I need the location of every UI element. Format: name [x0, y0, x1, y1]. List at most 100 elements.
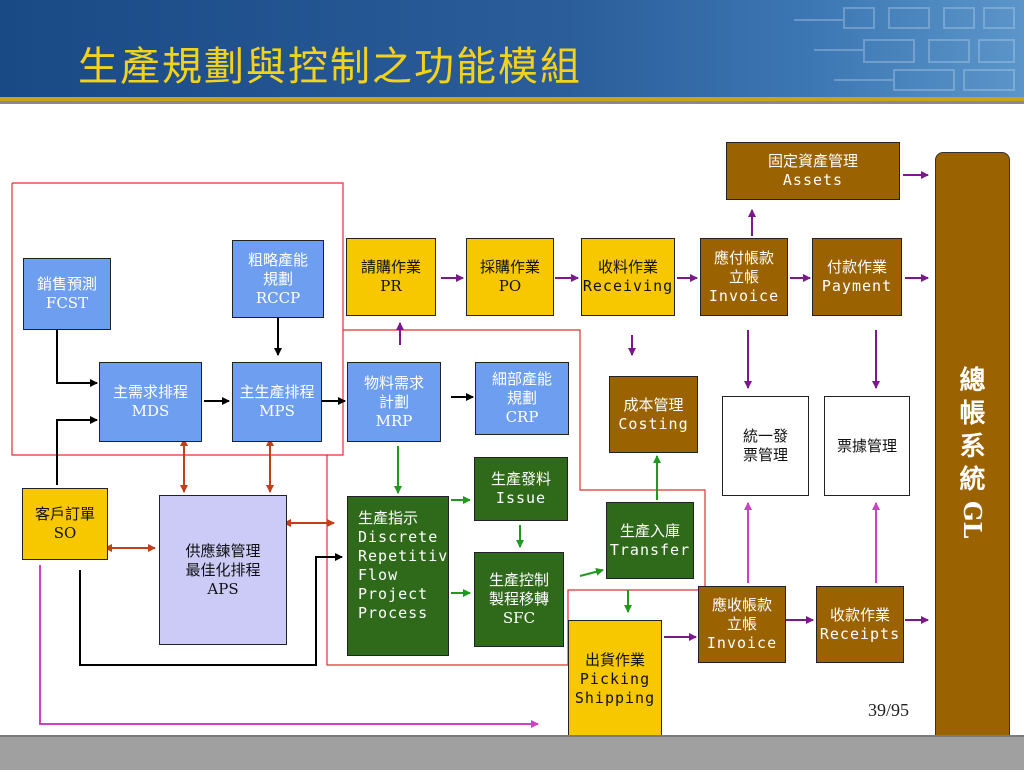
title-underline-gold: [0, 97, 1024, 101]
box-rccp-line-2: 規劃: [262, 269, 293, 288]
box-po-line-1: 採購作業: [479, 258, 540, 276]
box-receiving-line-1: 收料作業: [597, 258, 658, 276]
arrow-so-discrete: [79, 553, 343, 666]
box-receipts-line-2: Receipts: [819, 624, 901, 643]
box-po-line-2: PO: [498, 277, 522, 295]
header-band: 生產規劃與控制之功能模組: [0, 0, 1024, 97]
box-pr: 請購作業 PR: [346, 238, 436, 316]
box-transfer: 生產入庫 Transfer: [606, 502, 694, 579]
box-payment: 付款作業 Payment: [812, 238, 902, 316]
box-so: 客戶訂單 SO: [22, 488, 108, 560]
box-discrete-line-2: Discrete: [358, 528, 439, 546]
box-gui-line-1: 統一發: [742, 427, 788, 445]
box-shipping-line-1: 出貨作業: [584, 650, 645, 669]
arrow-sfc-transfer: [579, 567, 604, 577]
box-receiving: 收料作業 Receiving: [581, 238, 675, 316]
box-ar-invoice-line-2: 立帳: [726, 615, 757, 633]
box-so-line-1: 客戶訂單: [34, 505, 95, 523]
box-ap-invoice-line-1: 應付帳款: [713, 248, 774, 267]
box-pr-line-1: 請購作業: [360, 258, 421, 276]
box-discrete-line-4: Flow: [358, 566, 399, 584]
circuit-decoration: [794, 7, 1015, 91]
box-fcst-line-1: 銷售預測: [36, 275, 97, 293]
box-fcst-line-2: FCST: [45, 294, 89, 312]
gl-label: 總 帳 系 統 GL: [936, 365, 1009, 538]
box-aps-line-1: 供應鍊管理: [185, 541, 261, 560]
box-rccp-line-3: RCCP: [255, 288, 301, 307]
box-aps-line-3: APS: [207, 579, 239, 598]
box-ap-invoice-line-3: Invoice: [708, 286, 780, 305]
box-gui-line-2: 票管理: [742, 446, 788, 464]
box-sfc-line-2: 製程移轉: [488, 590, 549, 608]
box-mds-line-2: MDS: [131, 402, 170, 420]
box-discrete-line-1: 生產指示: [358, 509, 419, 527]
box-crp-line-2: 規劃: [506, 389, 537, 407]
box-issue-line-1: 生產發料: [490, 470, 551, 488]
box-rccp: 粗略產能 規劃 RCCP: [232, 240, 324, 318]
box-ar-invoice: 應收帳款 立帳 Invoice: [698, 586, 786, 663]
box-discrete-line-3: Repetitive: [358, 547, 459, 565]
box-mrp-line-3: MRP: [375, 411, 413, 430]
box-sfc: 生產控制 製程移轉 SFC: [474, 552, 564, 647]
arrow-so-shipping: [39, 565, 539, 728]
region-outline-planning: [11, 182, 344, 456]
box-shipping: 出貨作業 Picking Shipping: [568, 620, 662, 738]
arrow-so-mds: [56, 416, 98, 485]
box-so-line-2: SO: [53, 524, 77, 542]
box-ar-invoice-line-3: Invoice: [706, 634, 778, 652]
box-crp: 細部產能 規劃 CRP: [475, 362, 569, 435]
gl-label-char-2: 帳: [959, 399, 986, 429]
footer-band: [0, 735, 1024, 770]
box-crp-line-1: 細部產能: [491, 370, 552, 388]
box-mds-line-1: 主需求排程: [112, 383, 188, 401]
box-po: 採購作業 PO: [466, 238, 554, 316]
arrow-fcst-mds: [56, 330, 98, 387]
box-assets-line-1: 固定資產管理: [767, 152, 858, 170]
box-costing-line-2: Costing: [618, 414, 689, 433]
box-issue: 生產發料 Issue: [474, 457, 568, 521]
box-aps-line-2: 最佳化排程: [185, 560, 261, 579]
title-underline-gray: [0, 101, 1024, 104]
box-mrp: 物料需求 計劃 MRP: [347, 362, 441, 442]
box-pr-line-2: PR: [380, 277, 402, 295]
box-receiving-line-2: Receiving: [582, 277, 674, 295]
box-mps-line-2: MPS: [259, 402, 295, 420]
box-discrete-line-6: Process: [358, 604, 429, 622]
box-ap-invoice: 應付帳款 立帳 Invoice: [700, 238, 788, 316]
box-mrp-line-2: 計劃: [378, 392, 409, 411]
gl-label-char-3: 系: [959, 432, 986, 462]
box-ap-invoice-line-2: 立帳: [728, 267, 759, 286]
box-assets-line-2: Assets: [782, 171, 844, 189]
box-assets: 固定資產管理 Assets: [726, 142, 900, 200]
box-fcst: 銷售預測 FCST: [23, 258, 111, 330]
box-sfc-line-3: SFC: [502, 609, 536, 627]
box-costing: 成本管理 Costing: [609, 376, 698, 453]
box-receipts: 收款作業 Receipts: [816, 586, 904, 663]
box-shipping-line-2: Picking: [579, 669, 651, 688]
gl-label-char-1: 總: [959, 366, 986, 396]
box-issue-line-2: Issue: [495, 489, 547, 507]
box-payment-line-2: Payment: [821, 277, 893, 295]
gl-label-latin: GL: [958, 501, 987, 539]
box-transfer-line-1: 生產入庫: [619, 521, 680, 540]
gl-label-char-4: 統: [959, 465, 986, 495]
box-voucher: 票據管理: [824, 396, 910, 496]
box-aps: 供應鍊管理 最佳化排程 APS: [159, 495, 287, 645]
box-mds: 主需求排程 MDS: [99, 362, 202, 442]
box-sfc-line-1: 生產控制: [488, 571, 549, 589]
box-transfer-line-2: Transfer: [609, 540, 691, 559]
box-costing-line-1: 成本管理: [623, 395, 684, 414]
box-shipping-line-3: Shipping: [574, 688, 656, 707]
box-mps: 主生產排程 MPS: [232, 362, 322, 442]
box-discrete: 生產指示 Discrete Repetitive Flow Project Pr…: [347, 496, 457, 656]
page-title: 生產規劃與控制之功能模組: [78, 44, 582, 90]
box-voucher-line-1: 票據管理: [836, 436, 897, 455]
box-payment-line-1: 付款作業: [826, 258, 887, 276]
box-mrp-line-1: 物料需求: [363, 373, 424, 392]
box-discrete-line-5: Project: [358, 585, 429, 603]
box-general-ledger: 總 帳 系 統 GL: [935, 152, 1010, 746]
box-rccp-line-1: 粗略產能: [247, 250, 308, 269]
box-mps-line-1: 主生產排程: [239, 383, 315, 401]
box-receipts-line-1: 收款作業: [829, 605, 890, 624]
box-ar-invoice-line-1: 應收帳款: [711, 596, 772, 614]
